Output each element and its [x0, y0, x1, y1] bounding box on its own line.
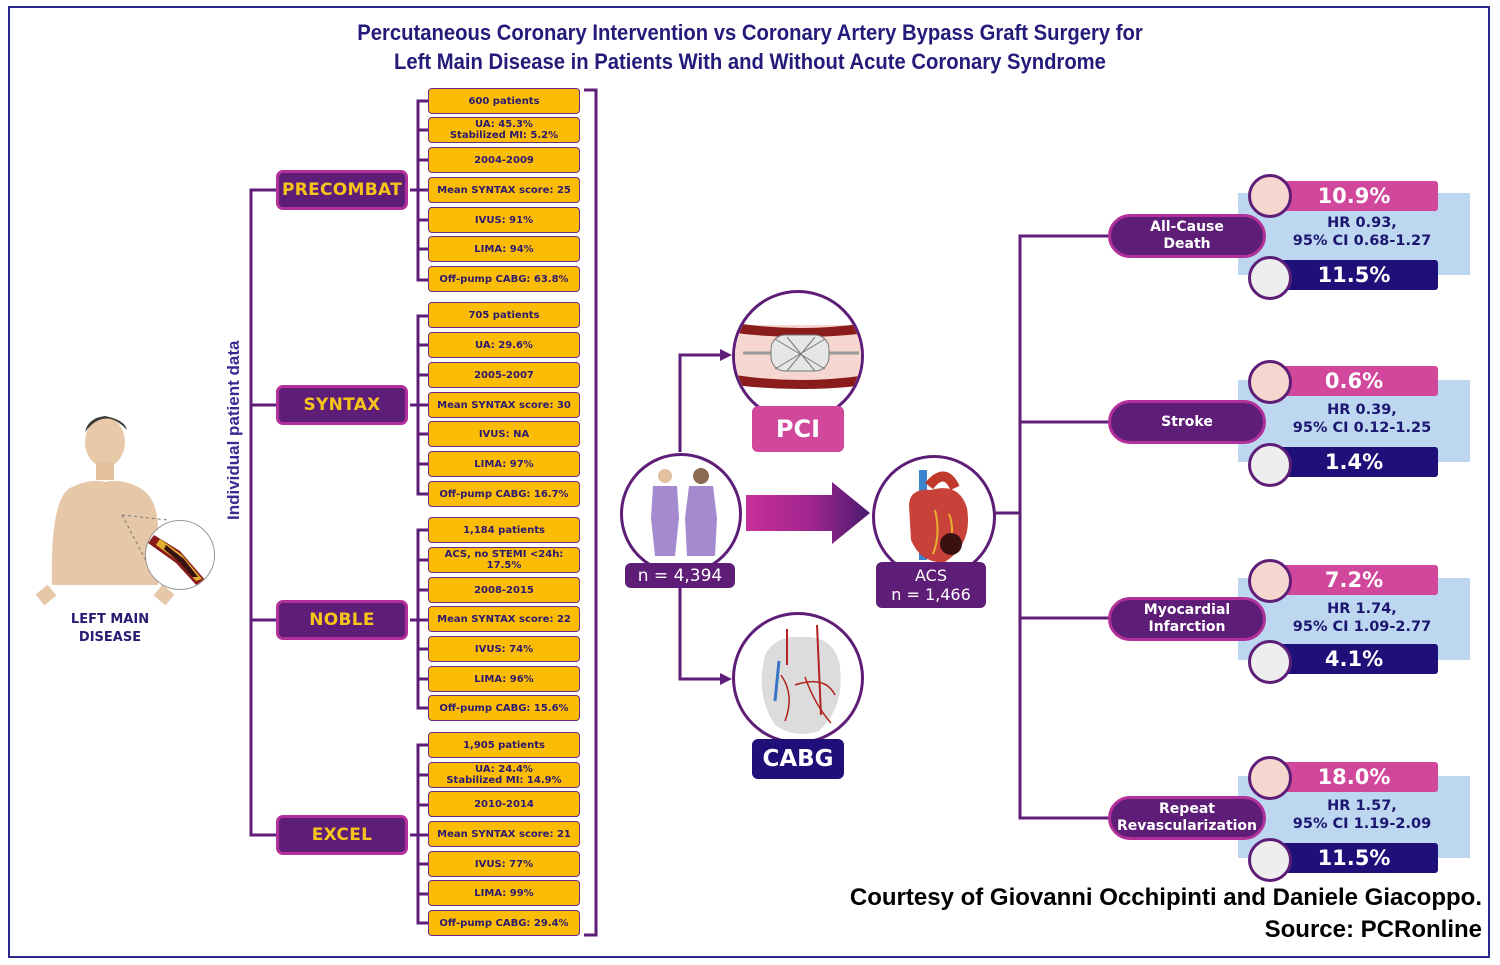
credit-source: Source: PCRonline — [1264, 916, 1482, 943]
precombat-ivus: IVUS: 91% — [428, 207, 580, 233]
cabg-circle — [732, 612, 864, 744]
population-count: n = 4,394 — [625, 563, 735, 588]
credit-authors: Courtesy of Giovanni Occhipinti and Dani… — [849, 884, 1482, 911]
pci-arrowhead — [720, 349, 732, 361]
population-circle — [620, 453, 742, 575]
noble-offpump: Off-pump CABG: 15.6% — [428, 695, 580, 721]
artery-plaque-icon — [145, 520, 215, 590]
noble-lima: LIMA: 96% — [428, 666, 580, 692]
trials-right-bracket — [584, 88, 598, 937]
hazard-ratio: HR 1.57,95% CI 1.19-2.09 — [1292, 798, 1432, 832]
outcome-trunk-line — [1018, 234, 1110, 820]
acs-circle — [872, 455, 996, 579]
pci-circle — [732, 290, 864, 422]
outcome-label: Stroke — [1108, 400, 1266, 444]
precombat-lima: LIMA: 94% — [428, 236, 580, 262]
cabg-rate: 11.5% — [1270, 843, 1438, 873]
pci-rate: 18.0% — [1270, 762, 1438, 792]
excel-offpump: Off-pump CABG: 29.4% — [428, 910, 580, 936]
pci-rate: 0.6% — [1270, 366, 1438, 396]
acs-count: n = 1,466 — [891, 585, 971, 604]
excel-syntax-score: Mean SYNTAX score: 21 — [428, 821, 580, 847]
acs-title: ACS — [915, 566, 947, 585]
hazard-ratio: HR 0.39,95% CI 0.12-1.25 — [1292, 402, 1432, 436]
cabg-rate: 11.5% — [1270, 260, 1438, 290]
noble-patients: 1,184 patients — [428, 517, 580, 543]
syntax-syntax-score: Mean SYNTAX score: 30 — [428, 392, 580, 418]
excel-patients: 1,905 patients — [428, 732, 580, 758]
excel-ua: UA: 24.4%Stabilized MI: 14.9% — [428, 762, 580, 788]
stent-mini-icon — [1248, 360, 1292, 404]
heart-icon — [909, 470, 969, 563]
bypass-heart-icon — [761, 624, 841, 734]
pci-branch-line — [678, 353, 722, 452]
noble-acs: ACS, no STEMI <24h: 17.5% — [428, 547, 580, 573]
syntax-years: 2005-2007 — [428, 362, 580, 388]
cabg-rate: 4.1% — [1270, 644, 1438, 674]
heart-mini-icon — [1248, 640, 1292, 684]
noble-ivus: IVUS: 74% — [428, 636, 580, 662]
heart-mini-icon — [1248, 838, 1292, 882]
infographic-frame — [8, 6, 1490, 958]
hazard-ratio: HR 0.93,95% CI 0.68-1.27 — [1292, 215, 1432, 249]
stent-mini-icon — [1248, 559, 1292, 603]
trial-trunk-line — [249, 188, 276, 837]
precombat-ua: UA: 45.3%Stabilized MI: 5.2% — [428, 117, 580, 143]
individual-patient-data-label: Individual patient data — [224, 340, 243, 520]
syntax-ua: UA: 29.6% — [428, 332, 580, 358]
trial-syntax: SYNTAX — [276, 385, 408, 425]
heart-mini-icon — [1248, 256, 1292, 300]
trial-precombat: PRECOMBAT — [276, 170, 408, 210]
stent-mini-icon — [1248, 174, 1292, 218]
title-line-1: Percutaneous Coronary Intervention vs Co… — [357, 20, 1143, 45]
credit-text: Courtesy of Giovanni Occhipinti and Dani… — [850, 882, 1482, 946]
excel-ivus: IVUS: 77% — [428, 851, 580, 877]
syntax-ivus: IVUS: NA — [428, 421, 580, 447]
patient-torso-illustration — [35, 416, 175, 606]
precombat-offpump: Off-pump CABG: 63.8% — [428, 266, 580, 292]
cabg-label: CABG — [752, 739, 844, 779]
trial-excel: EXCEL — [276, 815, 408, 855]
noble-syntax-score: Mean SYNTAX score: 22 — [428, 606, 580, 632]
cabg-rate: 1.4% — [1270, 447, 1438, 477]
pci-label: PCI — [752, 406, 844, 452]
excel-lima: LIMA: 99% — [428, 880, 580, 906]
heart-mini-icon — [1248, 443, 1292, 487]
title-line-2: Left Main Disease in Patients With and W… — [394, 49, 1106, 74]
stent-mini-icon — [1248, 756, 1292, 800]
pci-rate: 7.2% — [1270, 565, 1438, 595]
patients-icon — [651, 468, 717, 556]
cabg-arrowhead — [720, 673, 732, 685]
condition-label: LEFT MAIN DISEASE — [70, 612, 150, 645]
cabg-branch-line — [678, 585, 722, 681]
noble-years: 2008-2015 — [428, 577, 580, 603]
syntax-offpump: Off-pump CABG: 16.7% — [428, 481, 580, 507]
excel-years: 2010-2014 — [428, 791, 580, 817]
page-title: Percutaneous Coronary Intervention vs Co… — [244, 18, 1256, 76]
pci-rate: 10.9% — [1270, 181, 1438, 211]
hazard-ratio: HR 1.74,95% CI 1.09-2.77 — [1292, 601, 1432, 635]
precombat-years: 2004-2009 — [428, 147, 580, 173]
precombat-patients: 600 patients — [428, 88, 580, 114]
stent-icon — [735, 323, 861, 389]
syntax-lima: LIMA: 97% — [428, 451, 580, 477]
acs-label: ACS n = 1,466 — [876, 562, 986, 608]
syntax-patients: 705 patients — [428, 302, 580, 328]
precombat-syntax-score: Mean SYNTAX score: 25 — [428, 177, 580, 203]
trial-noble: NOBLE — [276, 600, 408, 640]
big-arrow — [746, 482, 870, 544]
